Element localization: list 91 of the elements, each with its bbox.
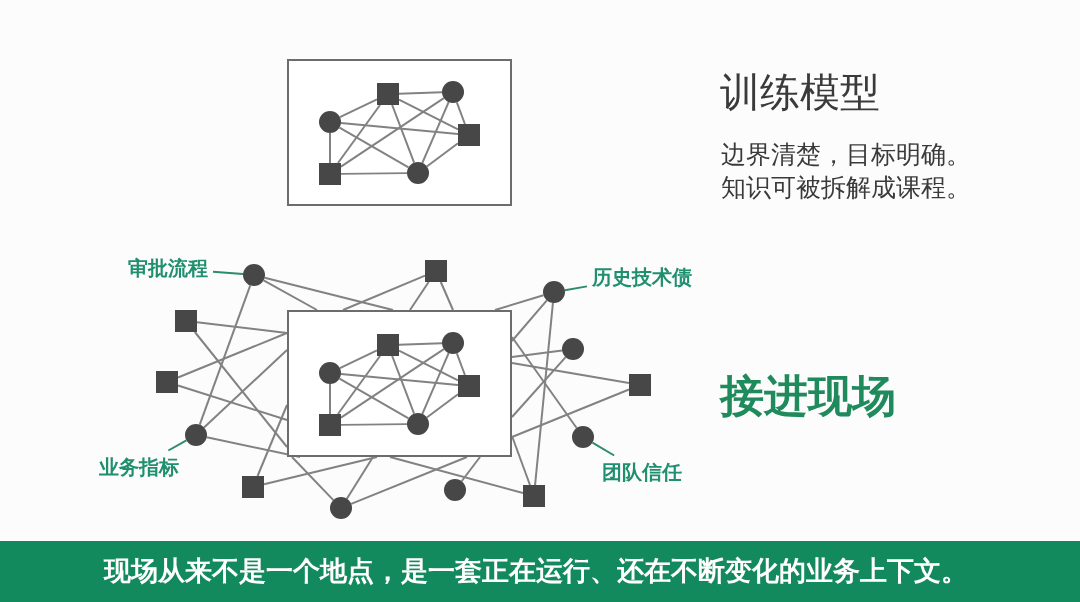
square-node — [377, 334, 399, 356]
connector-line — [511, 336, 578, 430]
circle-node — [444, 479, 466, 501]
leader-line — [563, 285, 588, 292]
connector-line — [389, 456, 524, 494]
connector-line — [345, 456, 374, 500]
connector-line — [391, 355, 416, 415]
callout-label: 审批流程 — [128, 256, 208, 280]
circle-node — [243, 264, 265, 286]
callout-label: 历史技术债 — [592, 265, 692, 289]
circle-node — [330, 497, 352, 519]
connector-line — [511, 299, 548, 342]
circle-node — [407, 413, 429, 435]
square-node — [319, 163, 341, 185]
callout-label: 业务指标 — [99, 455, 179, 479]
connector-line — [421, 101, 450, 164]
circle-node — [572, 426, 594, 448]
connector-line — [256, 404, 288, 477]
network-frame — [287, 310, 512, 457]
connector-line — [340, 172, 408, 175]
connector-line — [350, 456, 468, 505]
connector-line — [398, 91, 443, 95]
square-node — [523, 485, 545, 507]
connector-line — [398, 349, 459, 382]
connector-line — [196, 321, 288, 334]
leader-line — [167, 439, 188, 452]
circle-node — [442, 332, 464, 354]
circle-node — [185, 424, 207, 446]
connector-line — [198, 284, 252, 426]
caption-band: 现场从来不是一个地点，是一套正在运行、还在不断变化的业务上下文。 — [0, 541, 1080, 602]
circle-node — [442, 81, 464, 103]
square-node — [425, 260, 447, 282]
connector-line — [494, 294, 545, 311]
square-node — [377, 83, 399, 105]
heading: 接进现场 — [720, 372, 896, 421]
connector-line — [511, 362, 630, 385]
connector-line — [340, 348, 445, 419]
connector-line — [338, 126, 410, 169]
leader-line — [212, 270, 245, 276]
connector-line — [340, 97, 445, 168]
connector-line — [391, 104, 416, 164]
connector-line — [455, 101, 466, 125]
connector-line — [338, 98, 378, 119]
connector-line — [262, 279, 318, 311]
connector-line — [534, 301, 554, 486]
connector-line — [177, 332, 288, 379]
connector-line — [455, 352, 466, 376]
square-node — [319, 414, 341, 436]
connector-line — [511, 356, 567, 418]
connector-line — [340, 423, 408, 426]
square-node — [175, 310, 197, 332]
connector-line — [193, 331, 288, 448]
connector-line — [338, 349, 378, 370]
connector-line — [291, 456, 335, 502]
connector-line — [336, 104, 382, 164]
square-node — [242, 476, 264, 498]
connector-line — [439, 281, 454, 311]
circle-node — [543, 281, 565, 303]
square-node — [458, 124, 480, 146]
connector-line — [177, 384, 288, 421]
connector-line — [342, 274, 426, 311]
callout-label: 团队信任 — [602, 460, 682, 484]
connector-line — [263, 456, 378, 486]
connector-line — [203, 349, 288, 429]
connector-line — [339, 122, 459, 135]
circle-node — [407, 162, 429, 184]
square-node — [156, 371, 178, 393]
connector-line — [425, 142, 459, 168]
connector-line — [409, 281, 430, 311]
circle-node — [319, 111, 341, 133]
network-frame — [287, 59, 512, 206]
connector-line — [339, 373, 459, 386]
connector-line — [425, 393, 459, 419]
connector-line — [338, 377, 410, 420]
connector-line — [511, 388, 630, 438]
connector-line — [263, 276, 394, 311]
square-node — [458, 375, 480, 397]
description-text: 边界清楚，目标明确。知识可被拆解成课程。 — [721, 139, 972, 203]
connector-line — [329, 383, 331, 415]
connector-line — [336, 355, 382, 415]
circle-node — [562, 338, 584, 360]
circle-node — [319, 362, 341, 384]
heading: 训练模型 — [720, 70, 880, 114]
leader-line — [591, 441, 616, 457]
square-node — [629, 374, 651, 396]
connector-line — [398, 342, 443, 346]
connector-line — [329, 132, 331, 164]
connector-line — [398, 98, 459, 131]
connector-line — [421, 352, 450, 415]
connector-line — [511, 349, 564, 358]
connector-line — [460, 456, 481, 483]
